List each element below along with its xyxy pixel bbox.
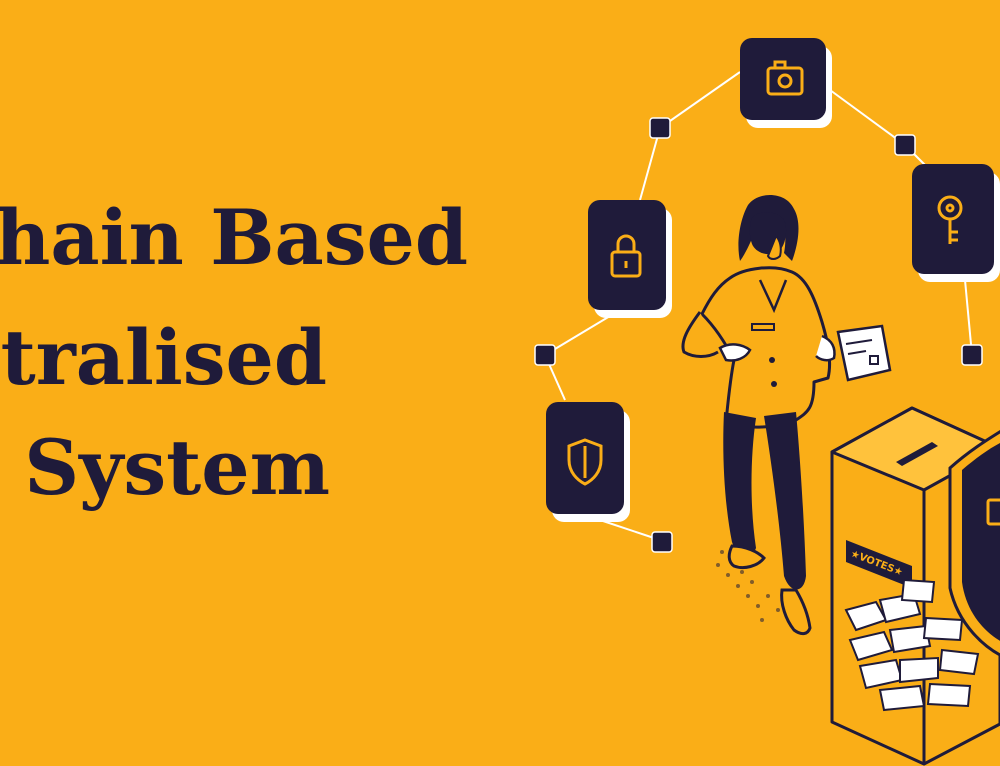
camera-block	[740, 38, 832, 128]
key-block	[912, 164, 1000, 282]
shield-block	[546, 402, 630, 522]
ballot-papers-pile	[844, 578, 980, 712]
ballot-box: ★VOTES★	[830, 406, 1000, 766]
network-nodes	[534, 117, 983, 553]
headline: kchain Based ntralised ng System	[0, 193, 468, 512]
shield-icon	[567, 438, 603, 486]
ballot-paper	[836, 324, 892, 382]
lock-icon	[610, 234, 642, 278]
lock-block	[588, 200, 672, 318]
woman-figure	[681, 194, 892, 636]
shield-lock-icon	[986, 498, 1000, 526]
key-icon	[937, 195, 963, 244]
camera-icon	[766, 60, 804, 96]
headline-line-3: ng System	[0, 423, 330, 512]
headline-line-1: kchain Based	[0, 193, 468, 282]
headline-line-2: ntralised	[0, 313, 327, 402]
large-shield	[948, 429, 1000, 657]
